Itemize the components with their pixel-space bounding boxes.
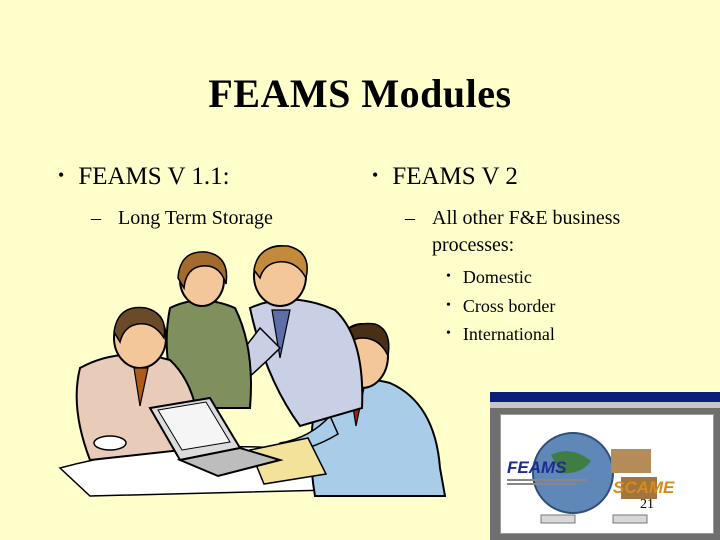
list-item: • International — [446, 320, 702, 349]
list-item: • Cross border — [446, 292, 702, 321]
left-column: • FEAMS V 1.1: –Long Term Storage — [58, 163, 348, 232]
window-title-bar — [490, 392, 720, 402]
dash-icon: – — [91, 207, 101, 229]
right-heading: • FEAMS V 2 — [372, 163, 702, 191]
window-menu-bar — [490, 402, 720, 408]
bullet-icon: • — [446, 269, 451, 284]
feams-app-screenshot: FEAMS SCAME — [490, 392, 720, 540]
left-heading-text: FEAMS V 1.1: — [78, 163, 230, 190]
bullet-icon: • — [446, 297, 451, 313]
bullet-icon: • — [372, 165, 379, 185]
people-at-laptop-clipart — [58, 245, 447, 497]
right-sub-item-text: All other F&E business processes: — [432, 207, 621, 256]
left-heading: • FEAMS V 1.1: — [58, 163, 348, 191]
feams-logo-text: FEAMS — [507, 458, 567, 477]
scame-logo-text: SCAME — [613, 478, 675, 497]
list-item: • Domestic — [446, 263, 702, 292]
right-sub-item: –All other F&E business processes: — [372, 205, 702, 259]
left-sub-item-text: Long Term Storage — [118, 207, 273, 229]
dash-icon: – — [405, 207, 415, 229]
list-item-text: International — [462, 324, 555, 344]
app-splash-panel: FEAMS SCAME — [500, 414, 714, 534]
list-item-text: Cross border — [462, 295, 556, 316]
slide-title: FEAMS Modules — [208, 71, 512, 116]
bullet-icon: • — [58, 165, 65, 185]
splash-graphic: FEAMS SCAME — [507, 432, 675, 524]
right-bullet-list: • Domestic • Cross border • Internationa… — [372, 263, 702, 349]
list-item-text: Domestic — [462, 267, 532, 287]
page-number: 21 — [640, 497, 654, 512]
right-heading-text: FEAMS V 2 — [392, 163, 518, 190]
right-column: • FEAMS V 2 –All other F&E business proc… — [372, 163, 702, 349]
bullet-icon: • — [446, 326, 451, 341]
left-sub-item: –Long Term Storage — [58, 205, 348, 232]
